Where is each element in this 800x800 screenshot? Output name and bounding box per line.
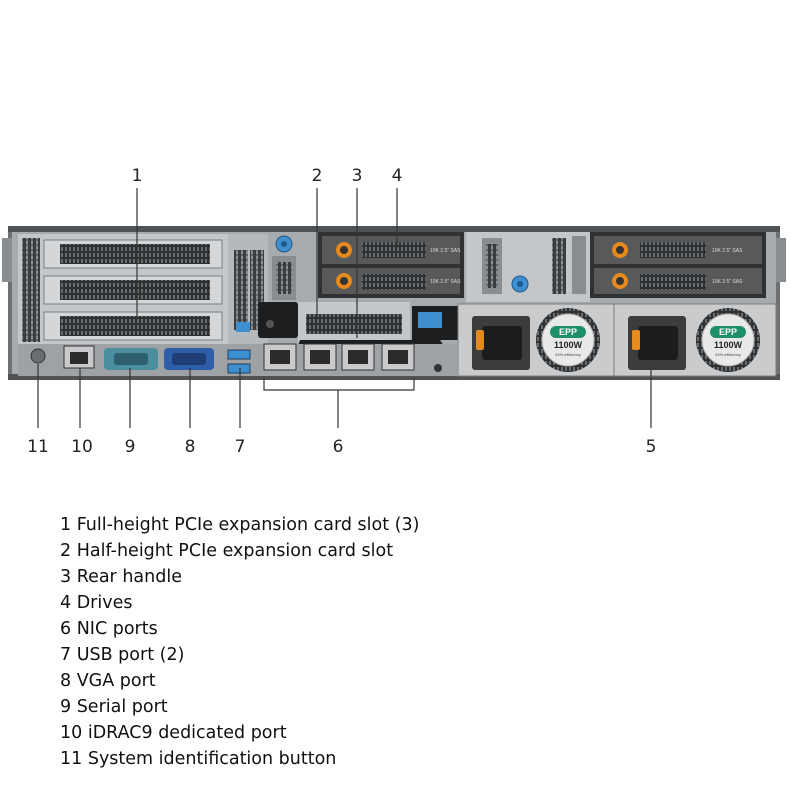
- psu-rating: 1100W: [714, 340, 743, 350]
- callout-2: 2: [312, 166, 323, 186]
- server-rear-diagram: 10K 2.5" SAS 10K 2.5" SAS 10K 2.5" SAS 1…: [2, 166, 786, 457]
- legend-item: 6 NIC ports: [60, 619, 158, 639]
- legend-item: 11 System identification button: [60, 749, 337, 769]
- half-height-pcie-slot[interactable]: [298, 302, 410, 342]
- power-supply-1[interactable]: EPP 1100W 94% efficiency: [457, 303, 615, 377]
- middle-divider: [466, 232, 546, 302]
- psu-efficiency: 94% efficiency: [555, 352, 581, 357]
- drive-label: 10K 2.5" SAS: [430, 279, 461, 285]
- psu-rating: 1100W: [554, 340, 583, 350]
- nic-port-3[interactable]: [341, 343, 375, 371]
- callout-lines: [37, 188, 652, 428]
- legend-item: 10 iDRAC9 dedicated port: [60, 723, 287, 743]
- callout-10: 10: [71, 437, 93, 457]
- legend-list: 1 Full-height PCIe expansion card slot (…: [60, 512, 760, 772]
- io-strip: [18, 343, 458, 376]
- drive-label: 10K 2.5" SAS: [430, 248, 461, 254]
- power-supply-2[interactable]: EPP 1100W 94% efficiency: [613, 303, 777, 377]
- legend-item: 2 Half-height PCIe expansion card slot: [60, 541, 394, 561]
- psu-brand: EPP: [559, 327, 577, 337]
- callout-3: 3: [352, 166, 363, 186]
- callout-9: 9: [125, 437, 136, 457]
- callout-4: 4: [392, 166, 403, 186]
- callout-7: 7: [235, 437, 246, 457]
- full-height-pcie-slots: [18, 234, 228, 344]
- rear-drives: 10K 2.5" SAS 10K 2.5" SAS: [318, 232, 464, 298]
- psu-brand: EPP: [719, 327, 737, 337]
- legend-item: 8 VGA port: [60, 671, 156, 691]
- callout-6: 6: [333, 437, 344, 457]
- system-id-button[interactable]: [30, 348, 46, 364]
- drive-label: 10K 2.5" SAS: [712, 279, 743, 285]
- usb-port-2[interactable]: [227, 363, 251, 374]
- psu-efficiency: 94% efficiency: [715, 352, 741, 357]
- legend-item: 1 Full-height PCIe expansion card slot (…: [60, 515, 420, 535]
- legend-item: 9 Serial port: [60, 697, 168, 717]
- callout-11: 11: [27, 437, 49, 457]
- callout-5: 5: [646, 437, 657, 457]
- legend-item: 7 USB port (2): [60, 645, 185, 665]
- drive-label: 10K 2.5" SAS: [712, 248, 743, 254]
- legend-item: 3 Rear handle: [60, 567, 182, 587]
- rear-drives-right: 10K 2.5" SAS 10K 2.5" SAS: [546, 232, 766, 302]
- callout-8: 8: [185, 437, 196, 457]
- legend-item: 4 Drives: [60, 593, 133, 613]
- callout-1: 1: [132, 166, 143, 186]
- usb-port-1[interactable]: [227, 349, 251, 360]
